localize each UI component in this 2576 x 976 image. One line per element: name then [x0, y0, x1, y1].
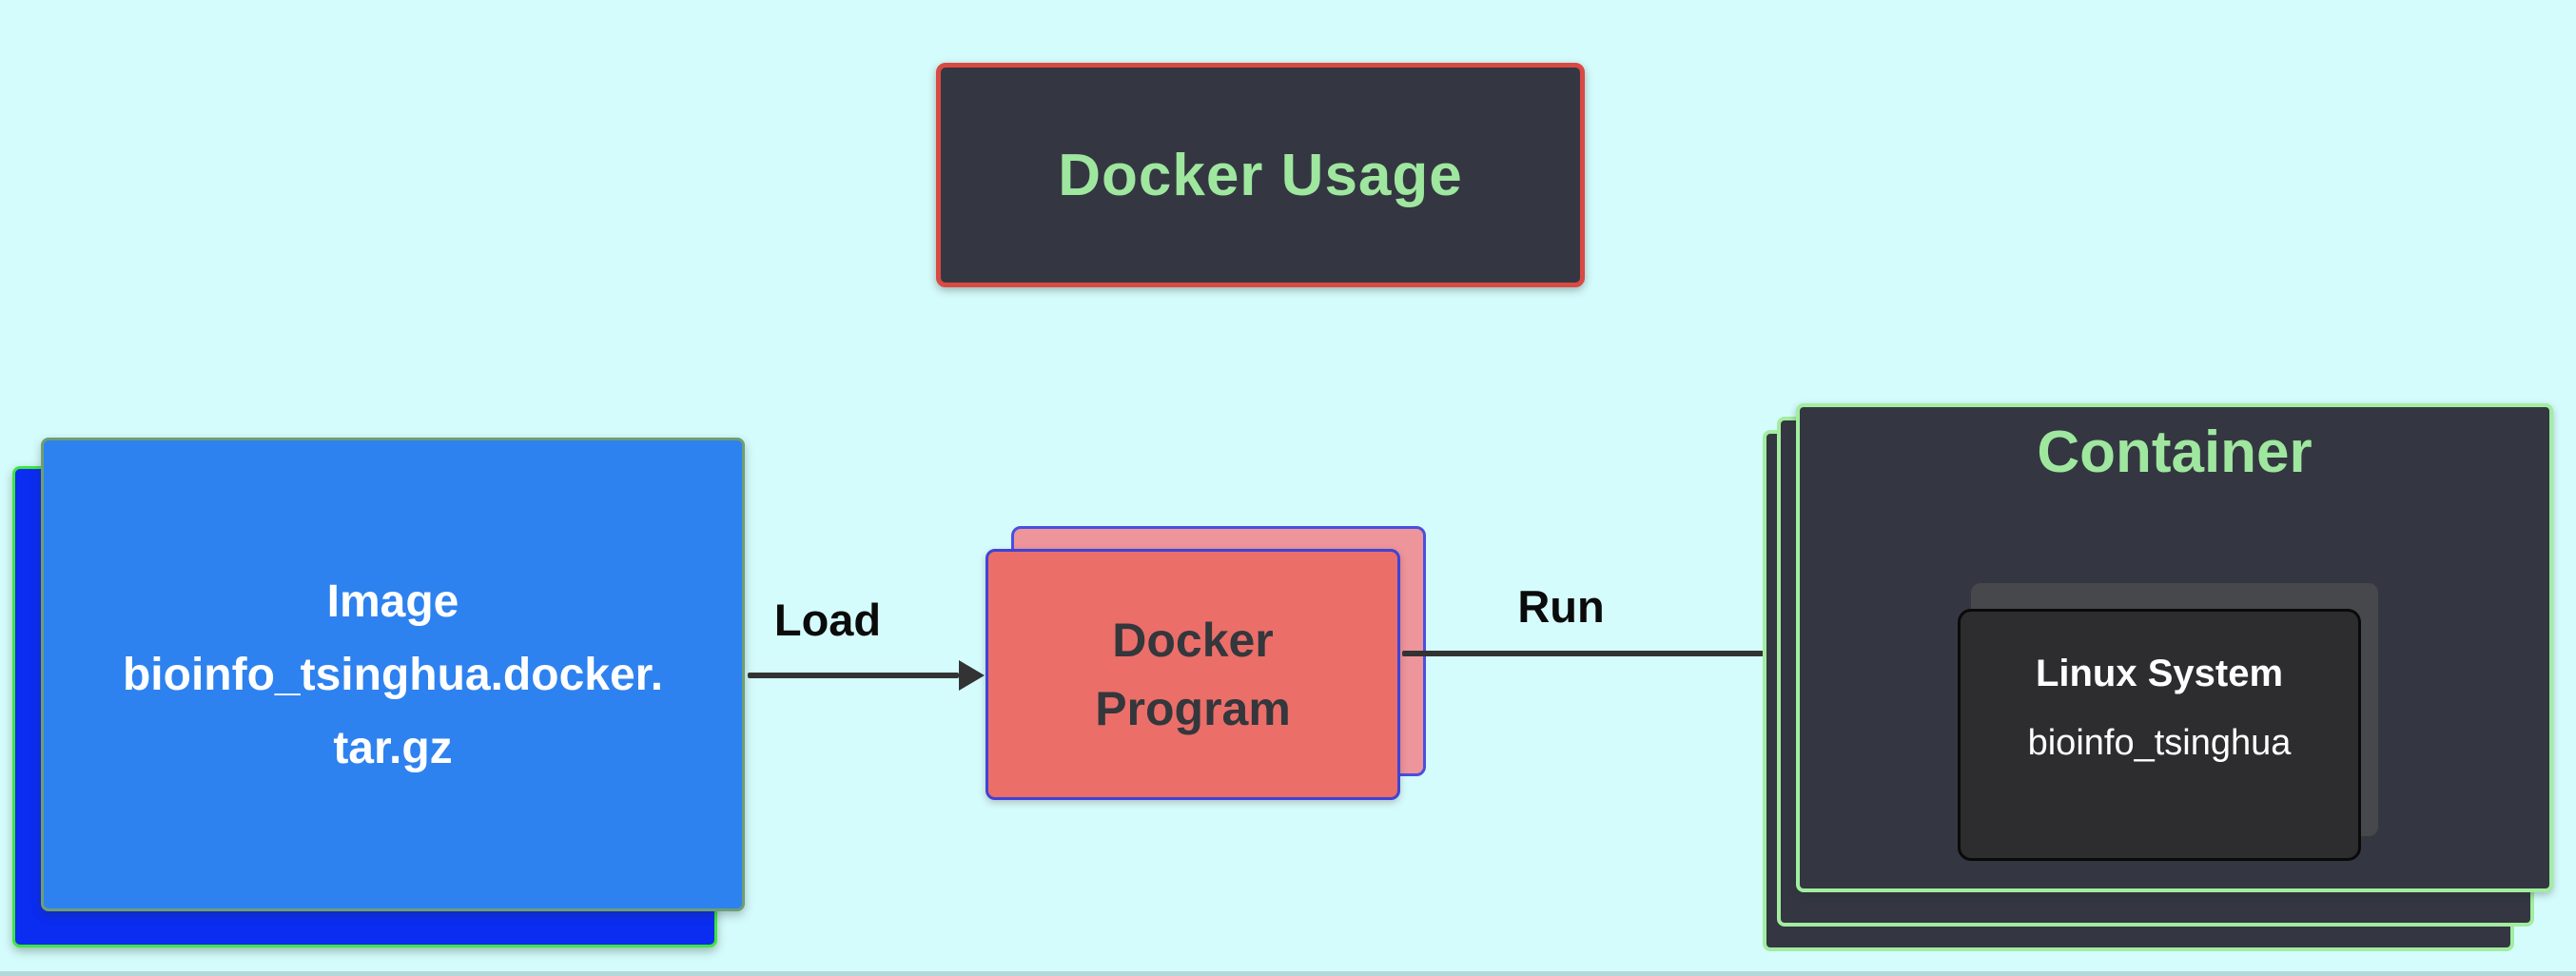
run-arrow-line	[1402, 651, 1764, 656]
linux-system-title: Linux System	[2035, 653, 2284, 694]
load-arrow-label: Load	[773, 595, 882, 645]
image-box-line3: tar.gz	[333, 722, 453, 773]
docker-program-box: Docker Program	[986, 549, 1400, 800]
image-box-line1: Image	[326, 576, 459, 627]
docker-program-line1: Docker	[1112, 614, 1274, 667]
container-title: Container	[2037, 420, 2313, 485]
load-arrow-line	[748, 673, 959, 678]
docker-program-line2: Program	[1095, 682, 1291, 735]
load-arrowhead-icon	[959, 660, 985, 691]
linux-system-image-name: bioinfo_tsinghua	[2027, 723, 2292, 763]
image-box: Image bioinfo_tsinghua.docker. tar.gz	[41, 438, 745, 911]
diagram-title: Docker Usage	[1058, 142, 1463, 208]
run-arrow-label: Run	[1517, 581, 1605, 632]
linux-system-box: Linux System bioinfo_tsinghua	[1958, 609, 2361, 861]
title-box: Docker Usage	[936, 63, 1585, 287]
image-box-line2: bioinfo_tsinghua.docker.	[122, 649, 664, 700]
bottom-edge-line	[0, 971, 2576, 976]
container-box: Container Linux System bioinfo_tsinghua	[1796, 403, 2553, 892]
